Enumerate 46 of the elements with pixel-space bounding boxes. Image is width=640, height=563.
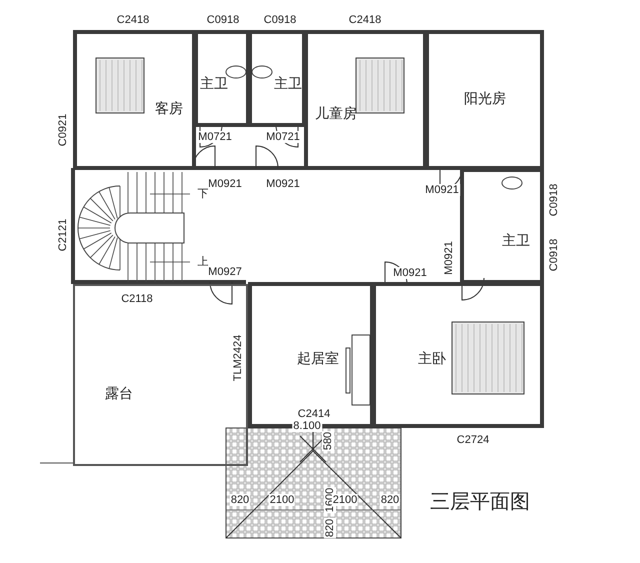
room-name: 露台 (105, 385, 133, 403)
room-outline (73, 284, 248, 466)
dimension-text: 820 (230, 494, 250, 506)
window-code: C2121 (57, 218, 69, 252)
dimension-text: 2100 (332, 494, 358, 506)
window-code: C2724 (456, 434, 490, 446)
dimension-text: 580 (322, 430, 334, 452)
window-code: C2118 (120, 293, 154, 305)
room-outline (372, 282, 544, 428)
door-code: M0721 (265, 131, 301, 143)
room-name: 起居室 (297, 350, 339, 368)
door-code: TLM2424 (232, 334, 244, 382)
room-name: 客房 (155, 100, 183, 118)
window-code: C0918 (262, 14, 298, 26)
door-code: M0921 (392, 267, 428, 279)
window-code: C2414 (296, 408, 332, 420)
room-name: 主卫 (502, 232, 530, 250)
window-code: C2418 (348, 14, 382, 26)
door-code: M0921 (207, 178, 243, 190)
elevation-mark: 8.100 (292, 420, 322, 432)
dimension-text: 820 (324, 518, 336, 538)
room-outline (194, 30, 250, 127)
door-code: M0921 (424, 184, 460, 196)
room-outline (248, 30, 306, 127)
door-code: M0927 (207, 266, 243, 278)
door-code: M0921 (443, 240, 455, 276)
window-code: C0918 (548, 182, 560, 218)
window-code: C2418 (116, 14, 150, 26)
drawing-title: 三层平面图 (430, 488, 530, 515)
room-name: 主卧 (418, 350, 446, 368)
room-name: 主卫 (274, 75, 302, 93)
dimension-text: 820 (380, 494, 400, 506)
window-code: C0921 (57, 112, 69, 148)
room-name: 儿童房 (315, 105, 357, 123)
door-code: M0721 (197, 131, 233, 143)
room-name: 阳光房 (464, 90, 506, 108)
stair-direction: 上 (196, 256, 210, 268)
window-code: C0918 (548, 238, 560, 272)
dimension-text: 2100 (268, 494, 296, 506)
room-outline (73, 30, 196, 170)
stair-direction: 下 (196, 188, 210, 200)
window-code: C0918 (206, 14, 240, 26)
room-outline (460, 168, 544, 284)
room-outline (425, 30, 544, 170)
room-name: 主卫 (200, 75, 228, 93)
door-code: M0921 (265, 178, 301, 190)
